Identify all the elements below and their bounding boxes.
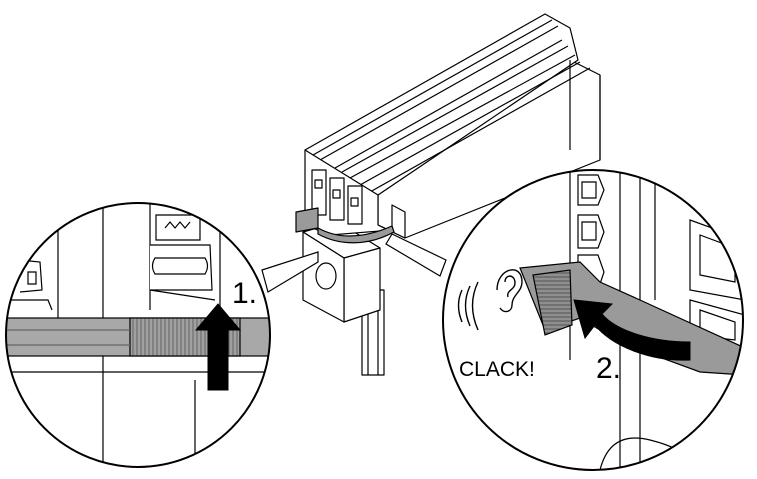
clack-sound-label: CLACK! (459, 358, 535, 381)
push-up-arrow (194, 303, 242, 391)
detail-circle-right (442, 169, 744, 471)
clip-joint (295, 207, 395, 244)
detail-circle-left (5, 202, 271, 468)
ear-icon (496, 269, 523, 313)
step-1-label: 1. (232, 277, 257, 310)
sound-waves-icon (457, 281, 479, 331)
callout-lines (261, 233, 447, 293)
horizontal-profile (304, 13, 601, 239)
push-in-arrow (573, 299, 691, 361)
step-2-label: 2. (596, 352, 621, 385)
